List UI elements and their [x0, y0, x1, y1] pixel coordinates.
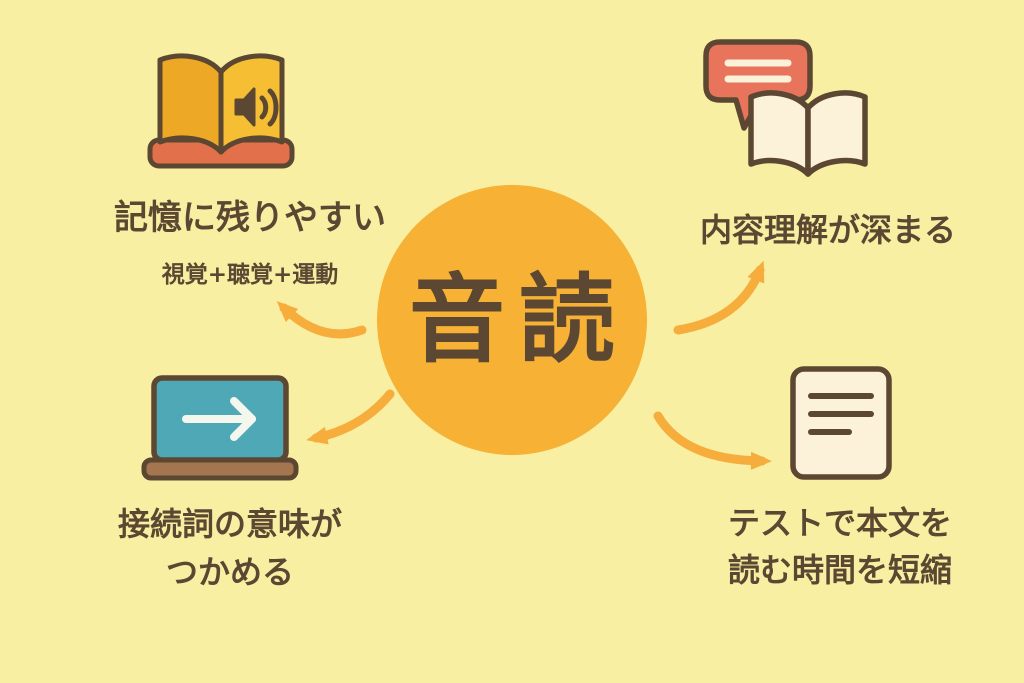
center-circle: 音読 [377, 185, 647, 455]
benefit-comprehension-line: 内容理解が深まる [699, 211, 956, 249]
benefit-conjunction-line-2: つかめる [165, 553, 294, 591]
book-with-speech-bubble-icon [698, 36, 883, 186]
document-icon [785, 364, 897, 482]
benefit-memory-line: 記憶に残りやすい [114, 198, 386, 238]
benefit-conjunction-line-1: 接続詞の意味が [117, 505, 342, 543]
benefit-test-line-2: 読む時間を短縮 [728, 551, 953, 589]
benefit-test-line-1: テストで本文を [728, 504, 953, 542]
arrow-to-memory-icon [272, 288, 367, 343]
benefit-comprehension-label: 内容理解が深まる [663, 205, 993, 251]
book-with-speaker-icon [136, 44, 306, 174]
benefit-conjunction-label: 接続詞の意味が つかめる [80, 500, 380, 596]
arrow-to-conjunction-icon [302, 388, 397, 448]
benefit-memory-label: 記憶に残りやすい 視覚+聴覚+運動 [90, 190, 410, 289]
center-title: 音読 [409, 264, 629, 376]
benefit-test-label: テストで本文を 読む時間を短縮 [728, 500, 1018, 594]
arrow-to-test-icon [652, 408, 777, 473]
arrow-to-comprehension-icon [672, 256, 772, 338]
benefit-memory-sub: 視覚+聴覚+運動 [161, 262, 339, 288]
board-with-arrow-icon [140, 372, 300, 484]
